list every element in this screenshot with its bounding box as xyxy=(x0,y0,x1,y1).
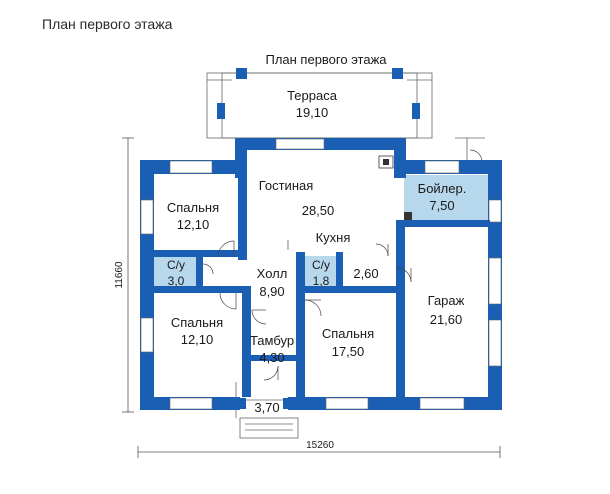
room-name: Спальня xyxy=(171,315,223,330)
room-name: Гараж xyxy=(428,293,465,308)
room-area: 2,60 xyxy=(353,266,378,281)
room-name: С/у xyxy=(312,258,330,272)
accent-rooms xyxy=(152,175,490,289)
dimension-height: 11660 xyxy=(114,261,125,289)
stove-icon xyxy=(378,155,394,169)
room-area: 17,50 xyxy=(332,344,365,359)
room-name: С/у xyxy=(167,258,185,272)
room-vestibule: Тамбур 4,30 xyxy=(250,333,294,365)
room-bedroom-1: Спальня 12,10 xyxy=(167,200,219,232)
room-garage: Гараж 21,60 xyxy=(428,293,465,327)
doors xyxy=(202,149,483,381)
room-area: 12,10 xyxy=(181,332,214,347)
room-bathroom-1: С/у 3,0 xyxy=(167,258,185,288)
room-corridor: 2,60 xyxy=(353,266,378,281)
room-porch: 3,70 xyxy=(254,400,279,415)
room-terrace: Терраса 19,10 xyxy=(287,88,338,120)
room-area: 3,70 xyxy=(254,400,279,415)
dimension-lines xyxy=(122,137,501,458)
room-living: Гостиная 28,50 xyxy=(259,178,335,218)
room-name: Холл xyxy=(257,266,288,281)
boiler-icon xyxy=(404,212,412,220)
room-name: Гостиная xyxy=(259,178,314,193)
room-area: 8,90 xyxy=(259,284,284,299)
interior-walls xyxy=(152,174,490,397)
room-hall: Холл 8,90 xyxy=(257,266,288,299)
plan-title: План первого этажа xyxy=(265,52,387,67)
room-kitchen: Кухня xyxy=(316,230,351,245)
room-area: 12,10 xyxy=(177,217,210,232)
windows xyxy=(140,138,502,410)
room-boiler: Бойлер. 7,50 xyxy=(418,181,467,213)
dimension-width: 15260 xyxy=(306,440,334,451)
room-bathroom-2: С/у 1,8 xyxy=(312,258,330,288)
room-name: Терраса xyxy=(287,88,338,103)
room-area: 21,60 xyxy=(430,312,463,327)
room-bedroom-2: Спальня 12,10 xyxy=(171,315,223,347)
room-name: Бойлер. xyxy=(418,181,467,196)
room-area: 1,8 xyxy=(313,274,330,288)
room-name: Тамбур xyxy=(250,333,294,348)
room-area: 19,10 xyxy=(296,105,329,120)
room-name: Кухня xyxy=(316,230,351,245)
room-area: 7,50 xyxy=(429,198,454,213)
columns xyxy=(217,68,420,409)
room-area: 4,30 xyxy=(259,350,284,365)
room-area: 28,50 xyxy=(302,203,335,218)
page-title: План первого этажа xyxy=(42,16,173,32)
room-bedroom-3: Спальня 17,50 xyxy=(322,326,374,359)
room-name: Спальня xyxy=(167,200,219,215)
room-name: Спальня xyxy=(322,326,374,341)
room-area: 3,0 xyxy=(168,274,185,288)
